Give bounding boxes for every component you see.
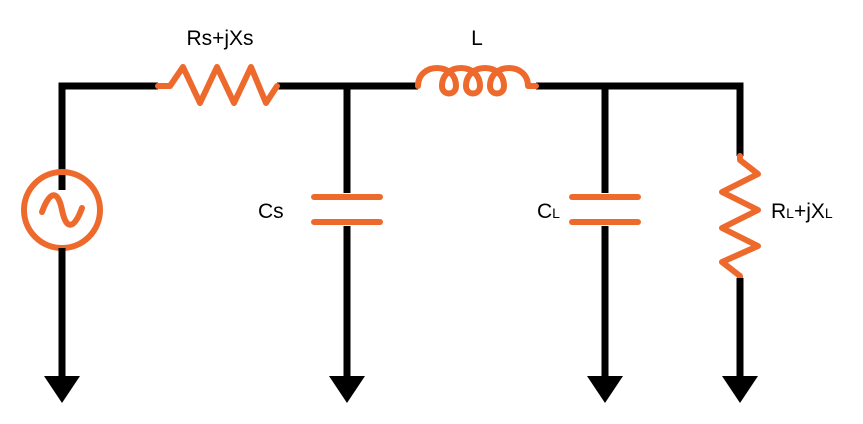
load-resistor-label-sub2: L [825,205,833,221]
load-capacitor-label: CL [537,200,560,223]
load-resistor-zigzag [719,153,761,283]
ground-arrow-icon [587,376,623,403]
ground-arrow-icon [722,376,758,403]
load-capacitor-label-sub: L [552,205,560,221]
wire-source-to-resistor [58,82,158,190]
ground-arrow-icon [44,376,80,403]
inductor-label: L [471,27,483,50]
load-capacitor-label-main: C [537,200,552,223]
sine-wave-icon [39,192,85,228]
load-resistor-label: RL+jXL [771,200,833,223]
wire-inductor-to-load [536,82,744,156]
load-resistor-label-mid: +jX [794,200,825,223]
top-wires [58,82,744,190]
load-resistor-label-sub1: L [786,205,794,221]
load-resistor-label-main: R [771,200,786,223]
source-resistor-zigzag [155,64,280,106]
source-resistor-label: Rs+jXs [186,27,253,50]
ground-arrow-icon [329,376,365,403]
inductor-coil [415,65,539,97]
source-capacitor-label: Cs [258,200,284,223]
